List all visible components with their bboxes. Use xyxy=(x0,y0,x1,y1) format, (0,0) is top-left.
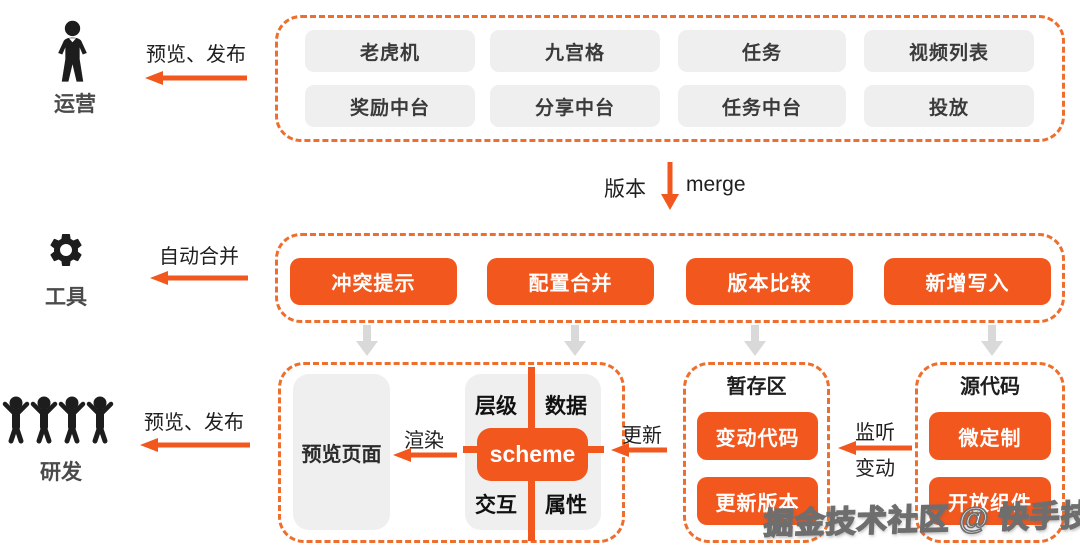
business-modules-group xyxy=(275,15,1065,142)
module-video-list: 视频列表 xyxy=(864,30,1034,72)
watermark: 掘金技术社区 @ 快手技术 xyxy=(762,498,1080,542)
actor-rnd-label: 研发 xyxy=(40,461,82,484)
flow-label-preview-publish-top: 预览、发布 xyxy=(146,44,246,66)
tool-features-group xyxy=(275,233,1065,323)
module-task-platform: 任务中台 xyxy=(678,85,846,127)
micro-custom-node: 微定制 xyxy=(929,412,1051,460)
staging-area-group xyxy=(683,362,830,543)
arrow-left-to-operations xyxy=(145,70,247,86)
render-label: 渲染 xyxy=(404,430,444,452)
arrow-down-merge xyxy=(660,162,680,212)
update-label: 更新 xyxy=(622,425,662,447)
quadrant-interaction-label: 交互 xyxy=(475,494,517,517)
staging-area-title: 暂存区 xyxy=(726,376,787,398)
module-task: 任务 xyxy=(678,30,846,72)
module-slot-machine: 老虎机 xyxy=(305,30,475,72)
gear-icon xyxy=(46,230,86,270)
version-label: 版本 xyxy=(604,178,646,201)
quadrant-attribute-label: 属性 xyxy=(545,494,587,517)
preview-page-box: 预览页面 xyxy=(293,374,390,530)
scheme-node: scheme xyxy=(477,428,588,481)
actor-tools-label: 工具 xyxy=(45,286,87,309)
quadrant-hierarchy-label: 层级 xyxy=(475,395,517,418)
arrow-left-to-tools xyxy=(150,270,248,286)
source-code-title: 源代码 xyxy=(960,376,1020,398)
arrow-down-gray-2 xyxy=(563,325,587,357)
open-components-node: 开放组件 xyxy=(929,477,1051,525)
module-share-platform: 分享中台 xyxy=(490,85,660,127)
merge-label: merge xyxy=(686,173,746,196)
team-icon xyxy=(2,389,118,449)
source-code-group xyxy=(915,362,1065,543)
feature-version-compare: 版本比较 xyxy=(686,258,853,305)
arrow-left-listen-change xyxy=(838,440,912,456)
arrow-left-update xyxy=(611,442,667,458)
flow-label-preview-publish-bottom: 预览、发布 xyxy=(144,412,244,434)
quadrant-data-label: 数据 xyxy=(545,395,587,418)
flow-label-auto-merge: 自动合并 xyxy=(159,246,239,268)
arrow-down-gray-1 xyxy=(355,325,379,357)
arrow-left-render xyxy=(393,447,457,463)
listen-label-line2: 变动 xyxy=(855,458,895,480)
feature-new-write: 新增写入 xyxy=(884,258,1051,305)
arrow-left-to-rnd xyxy=(140,437,250,453)
update-version-node: 更新版本 xyxy=(697,477,818,525)
feature-config-merge: 配置合并 xyxy=(487,258,654,305)
changed-code-node: 变动代码 xyxy=(697,412,818,460)
actor-operations-label: 运营 xyxy=(54,93,96,116)
listen-label-line1: 监听 xyxy=(855,422,895,444)
arrow-down-gray-3 xyxy=(743,325,767,357)
module-delivery: 投放 xyxy=(864,85,1034,127)
feature-conflict-hint: 冲突提示 xyxy=(290,258,457,305)
person-icon xyxy=(50,20,95,84)
arrow-down-gray-4 xyxy=(980,325,1004,357)
module-nine-grid: 九宫格 xyxy=(490,30,660,72)
module-reward-platform: 奖励中台 xyxy=(305,85,475,127)
